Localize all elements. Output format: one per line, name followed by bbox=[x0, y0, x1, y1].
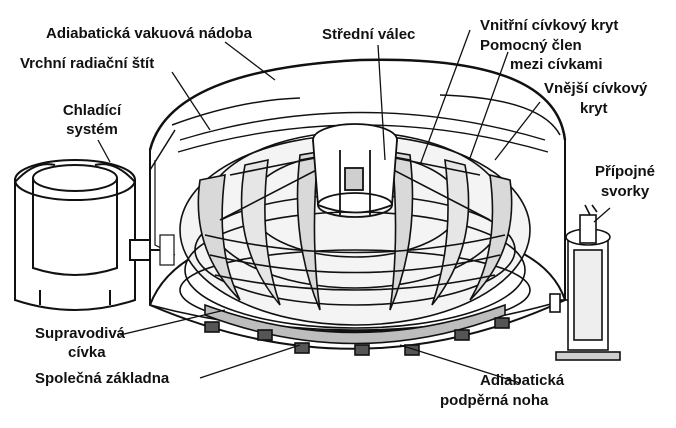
leader-adiabatic-leg bbox=[399, 344, 521, 384]
label-aux-member-line1: Pomocný člen bbox=[480, 37, 582, 54]
label-sc-coil-line1: Supravodivá bbox=[35, 325, 126, 342]
label-outer-coil-case-line2: kryt bbox=[580, 100, 608, 117]
leader-adiabatic-vessel bbox=[224, 41, 276, 81]
label-adiabatic-leg-line2: podpěrná noha bbox=[440, 392, 549, 409]
label-cooling-system-line1: Chladící bbox=[62, 102, 122, 119]
label-outer-coil-case-line1: Vnější cívkový bbox=[544, 80, 648, 97]
leader-radiation-shield bbox=[171, 71, 211, 131]
leader-outer-coil-case bbox=[494, 101, 541, 161]
common-base bbox=[204, 303, 510, 356]
leader-inner-coil-case bbox=[419, 29, 471, 166]
label-adiabatic-leg-line1: Adiabatická bbox=[480, 372, 565, 389]
label-cooling-system-line2: systém bbox=[66, 121, 118, 138]
label-common-base: Společná základna bbox=[35, 370, 170, 387]
label-terminals-line2: svorky bbox=[600, 183, 650, 200]
label-center-cylinder: Střední válec bbox=[322, 26, 416, 43]
label-sc-coil-line2: cívka bbox=[68, 344, 106, 361]
leader-terminals bbox=[593, 207, 611, 223]
terminals bbox=[549, 204, 621, 361]
label-terminals-line1: Přípojné bbox=[594, 163, 655, 180]
label-adiabatic-vessel: Adiabatická vakuová nádoba bbox=[46, 25, 252, 42]
leader-common-base bbox=[199, 344, 301, 379]
leader-sc-coil bbox=[119, 309, 226, 336]
center-cylinder bbox=[312, 123, 398, 218]
leader-cooling-system bbox=[97, 139, 111, 163]
coil-assembly bbox=[179, 131, 531, 331]
label-upper-radiation-shield: Vrchní radiační štít bbox=[20, 55, 155, 72]
leader-lines bbox=[97, 29, 611, 384]
leader-aux-member bbox=[469, 51, 509, 159]
leader-center-cylinder bbox=[377, 44, 386, 161]
label-inner-coil-case: Vnitřní cívkový kryt bbox=[480, 17, 619, 34]
cooling-system bbox=[14, 159, 160, 311]
label-aux-member-line2: mezi cívkami bbox=[510, 56, 603, 73]
